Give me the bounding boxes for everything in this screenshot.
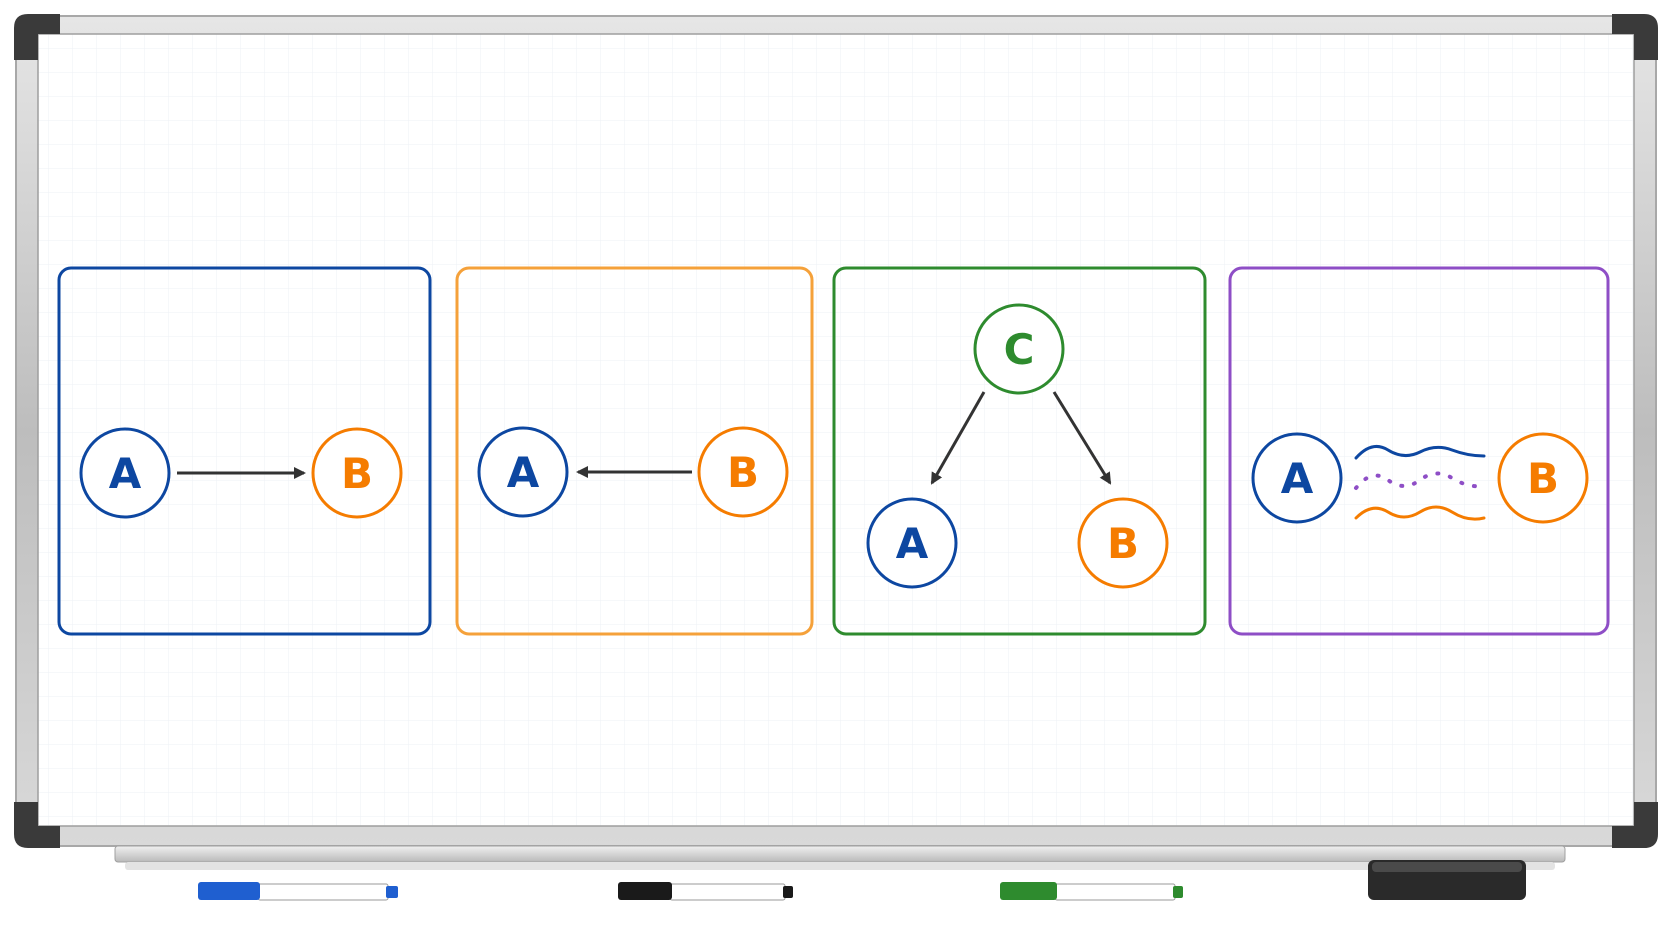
arrow-c-to-a: [930, 391, 986, 485]
wave-blue: [1354, 444, 1486, 460]
arrow-c-to-b: [1052, 391, 1112, 485]
corner-top-right: [1612, 14, 1658, 60]
panel-a-causes-b: A B: [57, 266, 432, 636]
eraser[interactable]: [1368, 860, 1526, 900]
panel-correlation: A B: [1228, 266, 1610, 636]
node-label: B: [1527, 454, 1559, 503]
black-marker[interactable]: [618, 882, 793, 901]
node-label: A: [896, 519, 929, 568]
node-b: B: [311, 427, 403, 519]
panel-frame: [57, 266, 432, 636]
node-label: B: [727, 448, 759, 497]
node-label: A: [109, 449, 142, 498]
marker-tray: [114, 845, 1566, 870]
node-label: C: [1004, 325, 1035, 374]
node-a: A: [477, 426, 569, 518]
node-b: B: [1497, 432, 1589, 524]
wave-dotted-purple: [1354, 471, 1486, 490]
corner-bottom-left: [14, 802, 60, 848]
node-a: A: [79, 427, 171, 519]
panel-frame: [455, 266, 814, 636]
node-label: B: [1107, 519, 1139, 568]
whiteboard-frame: [15, 15, 1657, 847]
panel-frame: [1228, 266, 1610, 636]
green-marker[interactable]: [1000, 882, 1183, 901]
node-a: A: [1251, 432, 1343, 524]
panel-b-causes-a: A B: [455, 266, 814, 636]
corner-top-left: [14, 14, 60, 60]
node-label: A: [1281, 454, 1314, 503]
node-c: C: [973, 303, 1065, 395]
grid-surface: [38, 34, 1634, 826]
node-label: A: [507, 448, 540, 497]
frame-corners: [14, 14, 1658, 848]
node-b: B: [1077, 497, 1169, 589]
panel-common-cause: C A B: [832, 266, 1207, 636]
panel-frame: [832, 266, 1207, 636]
blue-marker[interactable]: [198, 882, 398, 901]
corner-bottom-right: [1612, 802, 1658, 848]
wave-orange: [1354, 505, 1486, 521]
node-a: A: [866, 497, 958, 589]
node-label: B: [341, 449, 373, 498]
node-b: B: [697, 426, 789, 518]
